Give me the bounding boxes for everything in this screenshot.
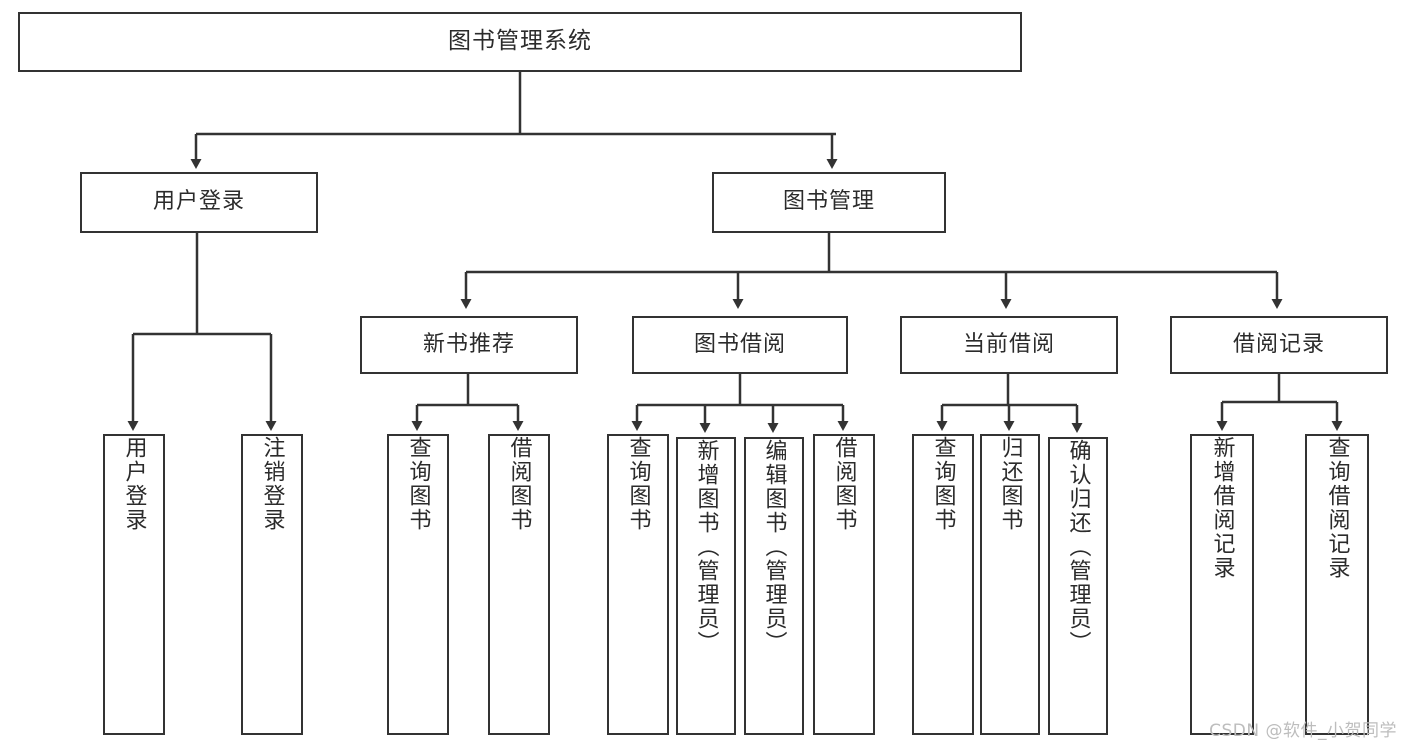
node-leaf-query-book-1-label: 查询图书 [405, 436, 431, 532]
node-leaf-return-book-label: 归还图书 [997, 436, 1023, 532]
node-leaf-query-book-2-label: 查询图书 [625, 436, 651, 532]
node-new-book-recommend[interactable]: 新书推荐 [360, 316, 578, 374]
node-current-borrow[interactable]: 当前借阅 [900, 316, 1118, 374]
node-leaf-add-record[interactable]: 新增借阅记录 [1190, 434, 1254, 735]
node-leaf-query-book-2[interactable]: 查询图书 [607, 434, 669, 735]
node-leaf-user-logout[interactable]: 注销登录 [241, 434, 303, 735]
node-leaf-user-login-label: 用户登录 [121, 436, 147, 532]
node-leaf-user-login[interactable]: 用户登录 [103, 434, 165, 735]
node-leaf-edit-book-label: 编辑图书（管理员） [761, 439, 787, 655]
node-leaf-query-book-1[interactable]: 查询图书 [387, 434, 449, 735]
node-leaf-user-logout-label: 注销登录 [259, 436, 285, 532]
node-book-manage[interactable]: 图书管理 [712, 172, 946, 233]
node-leaf-query-book-3-label: 查询图书 [930, 436, 956, 532]
node-new-book-recommend-label: 新书推荐 [422, 331, 515, 357]
node-borrow-record-label: 借阅记录 [1232, 331, 1325, 357]
node-leaf-borrow-book-2-label: 借阅图书 [831, 436, 857, 532]
node-leaf-confirm-return-label: 确认归还（管理员） [1065, 439, 1091, 655]
node-leaf-return-book[interactable]: 归还图书 [980, 434, 1040, 735]
node-user-login[interactable]: 用户登录 [80, 172, 318, 233]
node-user-login-label: 用户登录 [152, 189, 245, 215]
node-leaf-add-record-label: 新增借阅记录 [1209, 436, 1235, 580]
node-book-borrow-label: 图书借阅 [693, 331, 786, 357]
node-book-borrow[interactable]: 图书借阅 [632, 316, 848, 374]
node-leaf-confirm-return[interactable]: 确认归还（管理员） [1048, 437, 1108, 735]
node-leaf-edit-book[interactable]: 编辑图书（管理员） [744, 437, 804, 735]
node-borrow-record[interactable]: 借阅记录 [1170, 316, 1388, 374]
node-leaf-add-book[interactable]: 新增图书（管理员） [676, 437, 736, 735]
node-leaf-borrow-book-1-label: 借阅图书 [506, 436, 532, 532]
node-leaf-add-book-label: 新增图书（管理员） [693, 439, 719, 655]
node-root[interactable]: 图书管理系统 [18, 12, 1022, 72]
node-root-label: 图书管理系统 [448, 28, 592, 55]
node-current-borrow-label: 当前借阅 [962, 331, 1055, 357]
csdn-watermark: CSDN @软件_小贺同学 [1209, 721, 1397, 741]
node-leaf-borrow-book-2[interactable]: 借阅图书 [813, 434, 875, 735]
node-book-manage-label: 图书管理 [782, 189, 875, 215]
node-leaf-query-book-3[interactable]: 查询图书 [912, 434, 974, 735]
node-leaf-query-record-label: 查询借阅记录 [1324, 436, 1350, 580]
node-leaf-borrow-book-1[interactable]: 借阅图书 [488, 434, 550, 735]
node-leaf-query-record[interactable]: 查询借阅记录 [1305, 434, 1369, 735]
